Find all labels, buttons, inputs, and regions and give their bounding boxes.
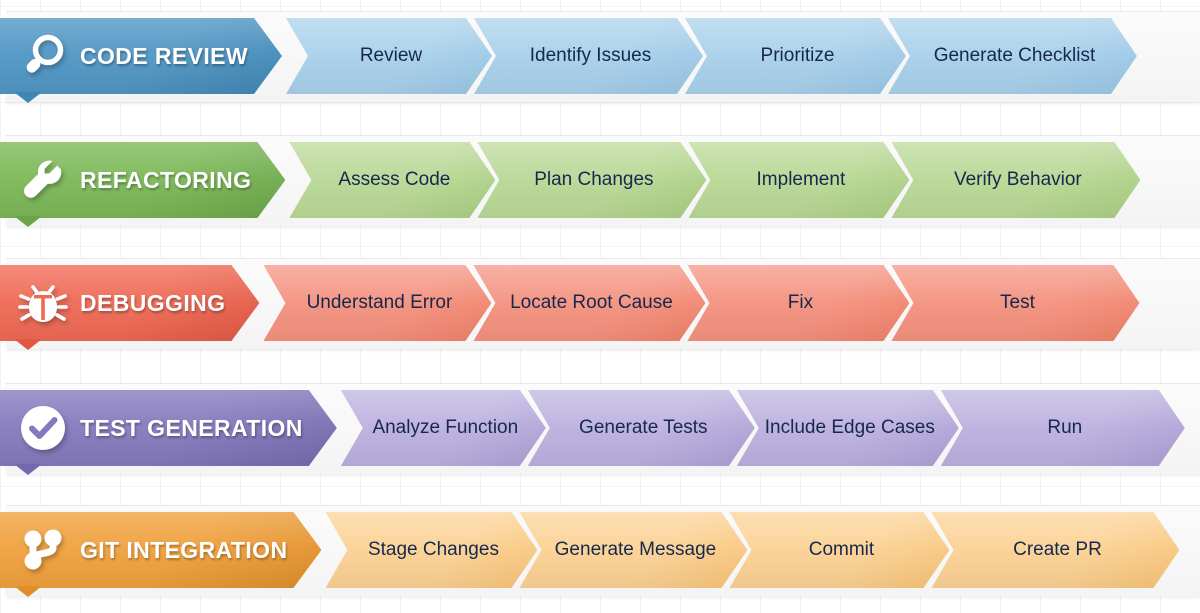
step-label: Run: [1047, 417, 1083, 438]
step-test-generation-3[interactable]: Run: [941, 390, 1185, 466]
step-label: Plan Changes: [534, 169, 654, 190]
banner-tail-debugging: [14, 339, 42, 350]
step-code-review-0[interactable]: Review: [286, 18, 492, 94]
step-refactoring-3[interactable]: Verify Behavior: [891, 142, 1140, 218]
step-git-integration-1[interactable]: Generate Message: [519, 512, 747, 588]
step-label: Analyze Function: [372, 417, 519, 438]
banner-tail-git-integration: [14, 586, 42, 597]
category-label-refactoring: REFACTORING: [80, 166, 252, 193]
banner-tail-refactoring: [14, 216, 42, 227]
step-label: Fix: [787, 292, 814, 313]
check-circle-icon: [16, 401, 70, 455]
magnifier-icon: [16, 29, 70, 83]
step-code-review-3[interactable]: Generate Checklist: [888, 18, 1137, 94]
step-git-integration-0[interactable]: Stage Changes: [325, 512, 537, 588]
category-banner-debugging[interactable]: DEBUGGING: [0, 265, 259, 341]
step-git-integration-3[interactable]: Create PR: [931, 512, 1179, 588]
step-strip-code-review: Review Identify Issues Prioritize Generate …: [286, 18, 1200, 94]
git-branch-icon: [16, 523, 70, 577]
banner-tail-code-review: [14, 92, 42, 103]
step-label: Generate Tests: [579, 417, 708, 438]
step-strip-refactoring: Assess Code Plan Changes Implement Verify B…: [289, 142, 1200, 218]
category-banner-test-generation[interactable]: TEST GENERATION: [0, 390, 337, 466]
step-label: Generate Message: [554, 539, 717, 560]
step-strip-git-integration: Stage Changes Generate Message Commit Creat…: [325, 512, 1200, 588]
bug-icon: [16, 276, 70, 330]
step-test-generation-0[interactable]: Analyze Function: [341, 390, 546, 466]
wrench-icon: [16, 153, 70, 207]
step-code-review-1[interactable]: Identify Issues: [474, 18, 703, 94]
step-label: Verify Behavior: [953, 169, 1082, 190]
step-label: Stage Changes: [367, 539, 499, 560]
step-label: Test: [1000, 292, 1035, 313]
step-label: Understand Error: [306, 292, 453, 313]
step-label: Review: [359, 45, 423, 66]
category-banner-refactoring[interactable]: REFACTORING: [0, 142, 285, 218]
workflow-row-refactoring: REFACTORING Assess Code Plan Changes Implem…: [0, 135, 1200, 227]
step-debugging-3[interactable]: Test: [891, 265, 1139, 341]
step-code-review-2[interactable]: Prioritize: [685, 18, 906, 94]
step-strip-test-generation: Analyze Function Generate Tests Include Ed…: [341, 390, 1200, 466]
category-banner-git-integration[interactable]: GIT INTEGRATION: [0, 512, 321, 588]
step-label: Implement: [756, 169, 846, 190]
step-refactoring-0[interactable]: Assess Code: [289, 142, 495, 218]
category-label-code-review: CODE REVIEW: [80, 42, 248, 69]
category-label-test-generation: TEST GENERATION: [80, 414, 303, 441]
workflow-row-code-review: CODE REVIEW Review Identify Issues Prioriti…: [0, 11, 1200, 103]
step-label: Create PR: [1013, 539, 1102, 560]
category-banner-code-review[interactable]: CODE REVIEW: [0, 18, 282, 94]
banner-tail-test-generation: [14, 464, 42, 475]
step-label: Generate Checklist: [933, 45, 1096, 66]
step-test-generation-1[interactable]: Generate Tests: [528, 390, 755, 466]
step-label: Assess Code: [338, 169, 451, 190]
workflow-row-git-integration: GIT INTEGRATION Stage Changes Generate Mes…: [0, 505, 1200, 597]
step-label: Locate Root Cause: [510, 292, 673, 313]
category-label-debugging: DEBUGGING: [80, 289, 226, 316]
step-strip-debugging: Understand Error Locate Root Cause Fix Test: [263, 265, 1200, 341]
category-label-git-integration: GIT INTEGRATION: [80, 536, 288, 563]
workflow-row-debugging: DEBUGGING Understand Error Locate Root Cau…: [0, 258, 1200, 350]
step-test-generation-2[interactable]: Include Edge Cases: [737, 390, 959, 466]
step-refactoring-2[interactable]: Implement: [688, 142, 909, 218]
step-debugging-2[interactable]: Fix: [687, 265, 909, 341]
step-label: Include Edge Cases: [764, 417, 935, 438]
step-label: Commit: [808, 539, 875, 560]
step-label: Prioritize: [760, 45, 835, 66]
step-git-integration-2[interactable]: Commit: [729, 512, 949, 588]
workflow-row-test-generation: TEST GENERATION Analyze Function Generate …: [0, 383, 1200, 475]
step-label: Identify Issues: [529, 45, 652, 66]
step-debugging-0[interactable]: Understand Error: [263, 265, 491, 341]
step-refactoring-1[interactable]: Plan Changes: [477, 142, 706, 218]
step-debugging-1[interactable]: Locate Root Cause: [473, 265, 705, 341]
